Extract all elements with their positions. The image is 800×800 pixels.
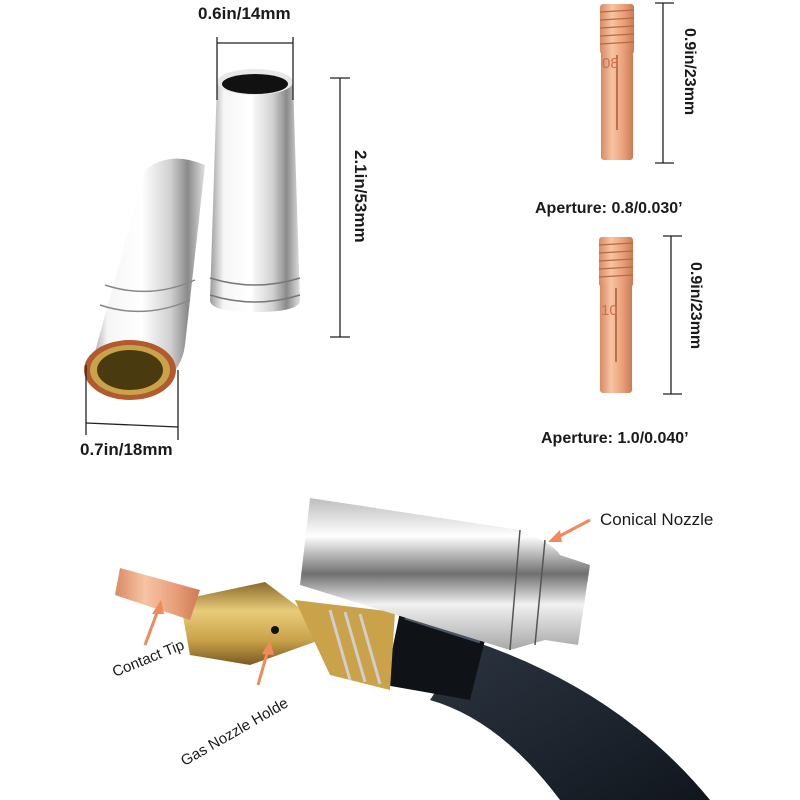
arrow-contact-tip-icon <box>143 600 164 646</box>
bottom-diameter-label: 0.7in/18mm <box>80 440 173 459</box>
aperture-10-label: Aperture: 1.0/0.040’ <box>541 430 689 447</box>
dimension-bottom-diameter <box>85 365 179 440</box>
arrow-gas-nozzle-holder-icon <box>256 640 274 686</box>
dimension-top-diameter <box>216 37 294 100</box>
tip-10-marking: 10 <box>601 302 618 319</box>
top-diameter-label: 0.6in/14mm <box>198 4 291 23</box>
conical-nozzle-label: Conical Nozzle <box>600 510 714 529</box>
nozzle-front <box>84 158 205 400</box>
conical-nozzle <box>300 498 590 651</box>
contact-tip-assembled <box>115 568 200 620</box>
nozzle-rear <box>209 69 301 312</box>
contact-tip-10 <box>598 237 634 393</box>
tip-08-marking: 08 <box>602 55 619 72</box>
gas-nozzle-holder <box>180 582 395 690</box>
tip-10-length-label: 0.9in/23mm <box>687 262 704 350</box>
aperture-08-label: Aperture: 0.8/0.030’ <box>535 200 683 217</box>
tip-08-length-label: 0.9in/23mm <box>681 28 698 116</box>
length-label: 2.1in/53mm <box>351 150 370 243</box>
arrow-conical-nozzle-icon <box>548 518 591 542</box>
dimension-tip-08 <box>655 2 674 164</box>
contact-tip-08 <box>599 4 635 160</box>
dimension-length <box>330 77 350 338</box>
dimension-tip-10 <box>663 235 682 395</box>
